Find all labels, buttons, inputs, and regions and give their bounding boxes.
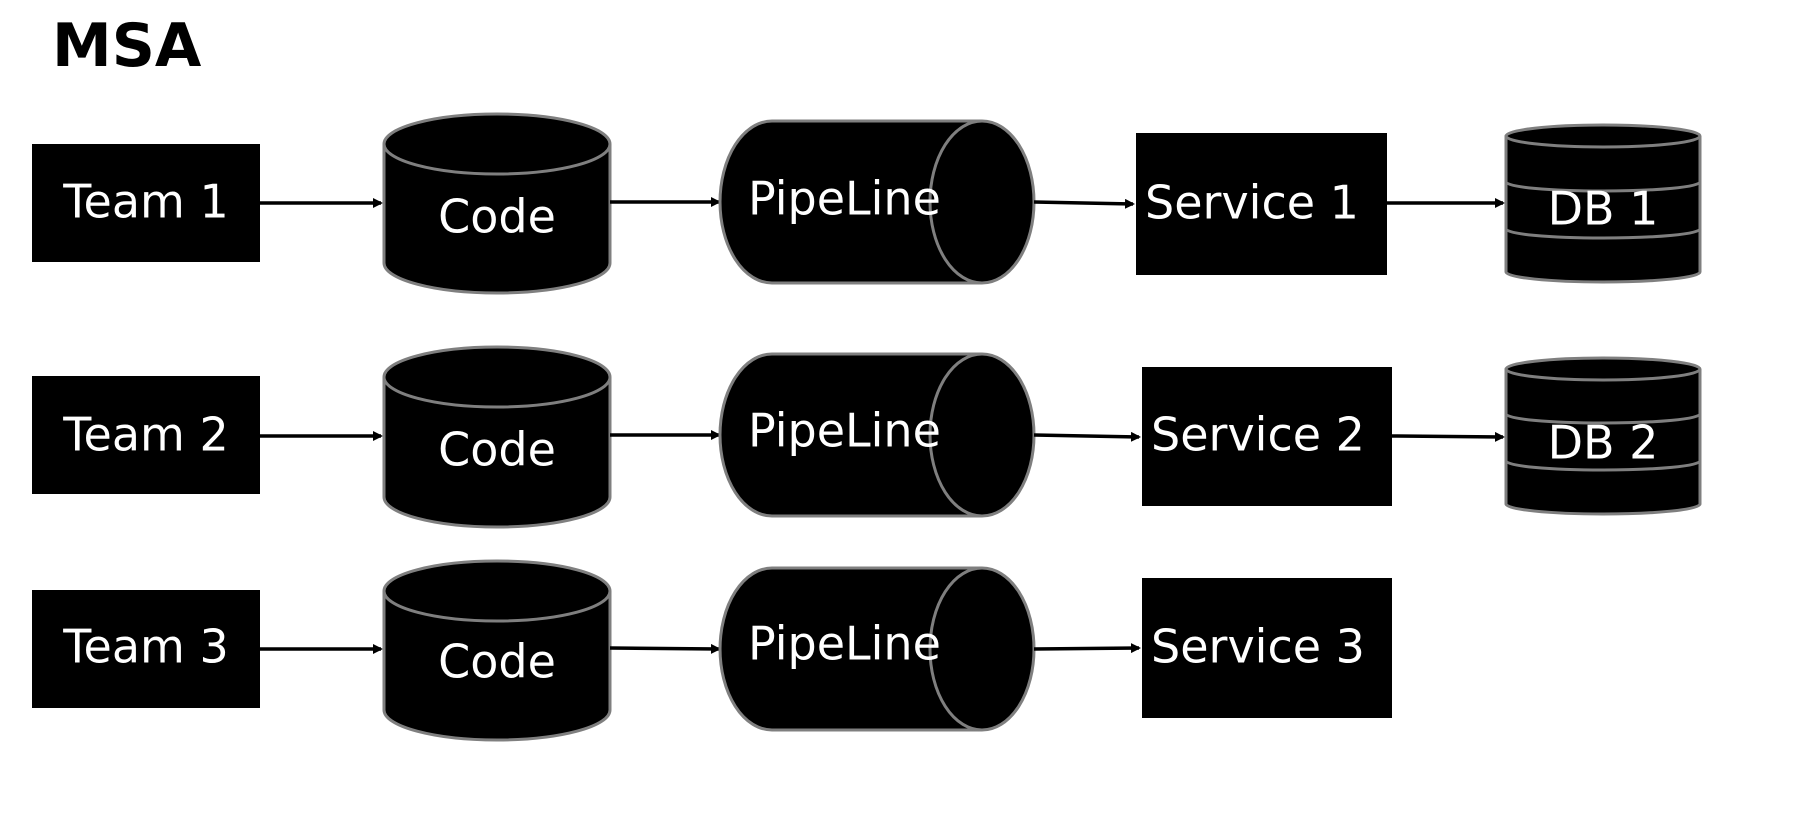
diagram-title: MSA: [52, 11, 202, 81]
service-3-node: Service 3: [1142, 578, 1392, 718]
arrow-pipeline-3-to-service: [1033, 643, 1141, 654]
stacked-database-icon: [1504, 123, 1702, 284]
horizontal-cylinder-icon: [718, 352, 1036, 518]
service-1-node: Service 1: [1136, 133, 1387, 275]
horizontal-cylinder-icon: [718, 119, 1036, 285]
code-1-label: Code: [438, 190, 556, 244]
code-2-label: Code: [438, 423, 556, 477]
arrow-pipeline-1-to-service: [1033, 198, 1135, 209]
db-2-node: DB 2: [1504, 356, 1702, 516]
pipeline-3-label: PipeLine: [748, 617, 941, 671]
service-2-label: Service 2: [1151, 408, 1365, 462]
arrow-code-3-to-pipeline: [609, 643, 721, 654]
pipeline-1-label: PipeLine: [748, 172, 941, 226]
horizontal-cylinder-icon: [718, 566, 1036, 732]
team-2-label: Team 2: [62, 408, 228, 462]
arrow-pipeline-2-to-service: [1033, 431, 1141, 442]
pipeline-3-node: PipeLine: [718, 566, 1036, 732]
code-3-label: Code: [438, 635, 556, 689]
database-cylinder-icon: [382, 559, 612, 742]
pipeline-1-node: PipeLine: [718, 119, 1036, 285]
team-1-label: Team 1: [62, 175, 228, 229]
db-1-label: DB 1: [1548, 182, 1659, 236]
team-3-label: Team 3: [62, 620, 228, 674]
database-cylinder-icon: [382, 112, 612, 295]
pipeline-2-label: PipeLine: [748, 404, 941, 458]
pipeline-2-node: PipeLine: [718, 352, 1036, 518]
code-2-node: Code: [382, 345, 612, 529]
service-1-label: Service 1: [1145, 176, 1359, 230]
team-2-node: Team 2: [32, 376, 260, 494]
database-cylinder-icon: [382, 345, 612, 529]
team-3-node: Team 3: [32, 590, 260, 708]
team-1-node: Team 1: [32, 144, 260, 262]
code-3-node: Code: [382, 559, 612, 742]
service-2-node: Service 2: [1142, 367, 1392, 506]
flow-row-3: Team 3 Code PipeLine Service 3: [32, 559, 1392, 742]
flow-row-2: Team 2 Code PipeLine Service 2: [32, 345, 1702, 529]
db-2-label: DB 2: [1548, 416, 1659, 470]
stacked-database-icon: [1504, 356, 1702, 516]
flow-row-1: Team 1 Code PipeLine Service 1: [32, 112, 1702, 295]
service-3-label: Service 3: [1151, 620, 1365, 674]
db-1-node: DB 1: [1504, 123, 1702, 284]
code-1-node: Code: [382, 112, 612, 295]
arrow-service-2-to-db: [1391, 431, 1505, 442]
